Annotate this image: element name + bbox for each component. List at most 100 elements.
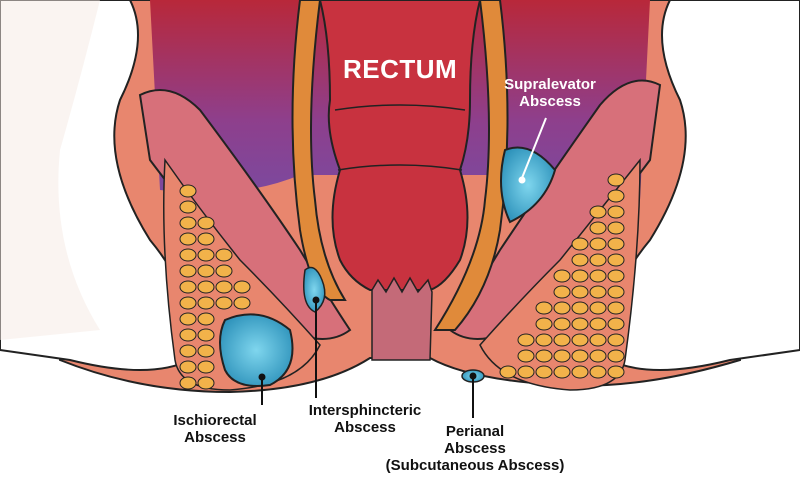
fat-globule — [535, 365, 553, 379]
label-line: Intersphincteric — [308, 402, 422, 419]
fat-globule — [589, 205, 607, 219]
fat-globule — [197, 312, 215, 326]
fat-globule — [571, 365, 589, 379]
fat-globule — [215, 248, 233, 262]
fat-globule — [607, 205, 625, 219]
fat-globule — [589, 349, 607, 363]
fat-globule — [517, 333, 535, 347]
fat-globule — [517, 349, 535, 363]
fat-globule — [571, 317, 589, 331]
fat-globule — [589, 365, 607, 379]
fat-globule — [571, 285, 589, 299]
fat-globule — [197, 232, 215, 246]
leader-lines — [261, 117, 547, 418]
fat-globule — [607, 269, 625, 283]
fat-globule — [571, 349, 589, 363]
fat-globule — [197, 264, 215, 278]
fat-globule — [517, 365, 535, 379]
intersphincteric-abscess — [303, 266, 326, 313]
fat-globule — [535, 301, 553, 315]
fat-globule — [179, 216, 197, 230]
left-external-sphincter — [291, 0, 347, 301]
fat-globule — [571, 301, 589, 315]
label-line: Perianal — [445, 423, 505, 440]
supralevator-abscess-label: Supralevator Abscess — [495, 76, 605, 110]
label-line: Abscess — [334, 419, 396, 436]
fat-globule — [607, 221, 625, 235]
fat-globule — [589, 333, 607, 347]
fat-globule — [589, 301, 607, 315]
fat-globule — [553, 269, 571, 283]
fat-globule — [535, 317, 553, 331]
fat-globule — [535, 349, 553, 363]
rectum — [318, 0, 482, 291]
fat-globule — [215, 280, 233, 294]
fat-globule — [589, 269, 607, 283]
fat-globule — [197, 360, 215, 374]
fat-globule — [607, 333, 625, 347]
fat-globule — [553, 285, 571, 299]
fat-globule — [197, 328, 215, 342]
fat-globule — [571, 253, 589, 267]
fat-globule — [553, 333, 571, 347]
fat-globule — [553, 317, 571, 331]
right-pelvic-bone — [607, 0, 800, 371]
fat-globule — [607, 301, 625, 315]
fat-globule — [607, 173, 625, 187]
fat-globule — [607, 237, 625, 251]
fat-globule — [197, 248, 215, 262]
fat-globule — [607, 317, 625, 331]
fat-globule — [607, 285, 625, 299]
fat-globule — [179, 360, 197, 374]
fat-globule — [197, 296, 215, 310]
fat-globule — [215, 264, 233, 278]
label-line: Abscess — [444, 440, 506, 457]
fat-globule — [553, 365, 571, 379]
fat-globule — [179, 232, 197, 246]
ischiorectal-abscess-label: Ischiorectal Abscess — [160, 412, 270, 446]
label-line: Ischiorectal — [173, 412, 257, 429]
fat-globule — [179, 296, 197, 310]
fat-globule — [571, 269, 589, 283]
fat-globule — [179, 344, 197, 358]
fat-globule — [553, 349, 571, 363]
fat-globule — [607, 365, 625, 379]
anal-canal — [371, 276, 433, 361]
fat-globule — [215, 296, 233, 310]
intersphincteric-abscess-label: Intersphincteric Abscess — [295, 402, 435, 436]
fat-globule — [197, 216, 215, 230]
fat-globule — [571, 333, 589, 347]
fat-globule — [571, 237, 589, 251]
fat-globule — [589, 221, 607, 235]
fat-globules — [179, 173, 625, 390]
fat-globule — [179, 200, 197, 214]
label-line: Abscess — [519, 93, 581, 110]
fat-globule — [499, 365, 517, 379]
fat-globule — [233, 280, 251, 294]
perianal-abscess-label: Perianal Abscess (Subcutaneous Abscess) — [365, 423, 585, 474]
fat-globule — [233, 296, 251, 310]
fat-globule — [179, 280, 197, 294]
label-line: (Subcutaneous Abscess) — [385, 457, 565, 474]
fat-globule — [179, 184, 197, 198]
fat-globule — [607, 189, 625, 203]
fat-globule — [197, 344, 215, 358]
ischiorectal-abscess — [219, 313, 294, 387]
fat-globule — [197, 280, 215, 294]
rectum-label: RECTUM — [343, 54, 458, 84]
fat-globule — [607, 349, 625, 363]
label-line: Supralevator — [504, 76, 596, 93]
fat-globule — [553, 301, 571, 315]
fat-globule — [607, 253, 625, 267]
label-line: Abscess — [184, 429, 246, 446]
fat-globule — [589, 253, 607, 267]
fat-globule — [179, 248, 197, 262]
fat-globule — [589, 285, 607, 299]
fat-globule — [589, 237, 607, 251]
fat-globule — [179, 264, 197, 278]
fat-globule — [179, 376, 197, 390]
fat-globule — [197, 376, 215, 390]
fat-globule — [179, 328, 197, 342]
